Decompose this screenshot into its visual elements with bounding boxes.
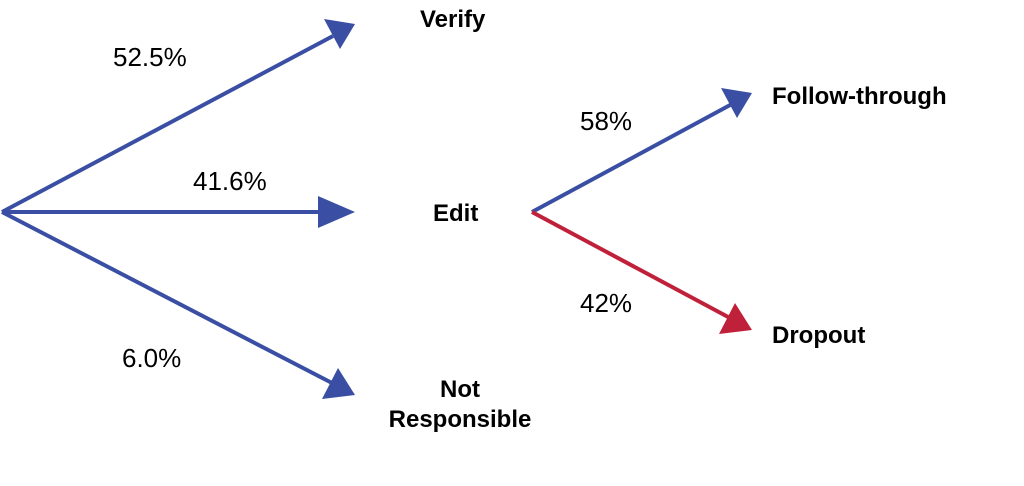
- not-responsible-percentage: 6.0%: [122, 343, 182, 373]
- follow-through-percentage: 58%: [580, 106, 633, 136]
- edit-percentage: 41.6%: [193, 166, 267, 196]
- node-edit: Edit: [433, 200, 479, 227]
- arrow-to-edit: [2, 196, 355, 228]
- node-follow-through: Follow-through: [772, 83, 947, 110]
- node-not-responsible: Not Responsible: [370, 375, 550, 435]
- node-dropout: Dropout: [772, 322, 866, 349]
- node-not-responsible-line-1: Not: [440, 376, 480, 403]
- verify-percentage: 52.5%: [113, 42, 187, 72]
- arrow-to-verify: [1, 19, 355, 214]
- arrow-to-follow-through: [531, 88, 752, 214]
- node-verify: Verify: [420, 6, 486, 33]
- arrow-to-not-responsible: [1, 210, 355, 399]
- dropout-percentage: 42%: [580, 288, 633, 318]
- arrow-to-dropout: [531, 210, 752, 334]
- node-not-responsible-line-2: Responsible: [388, 406, 532, 433]
